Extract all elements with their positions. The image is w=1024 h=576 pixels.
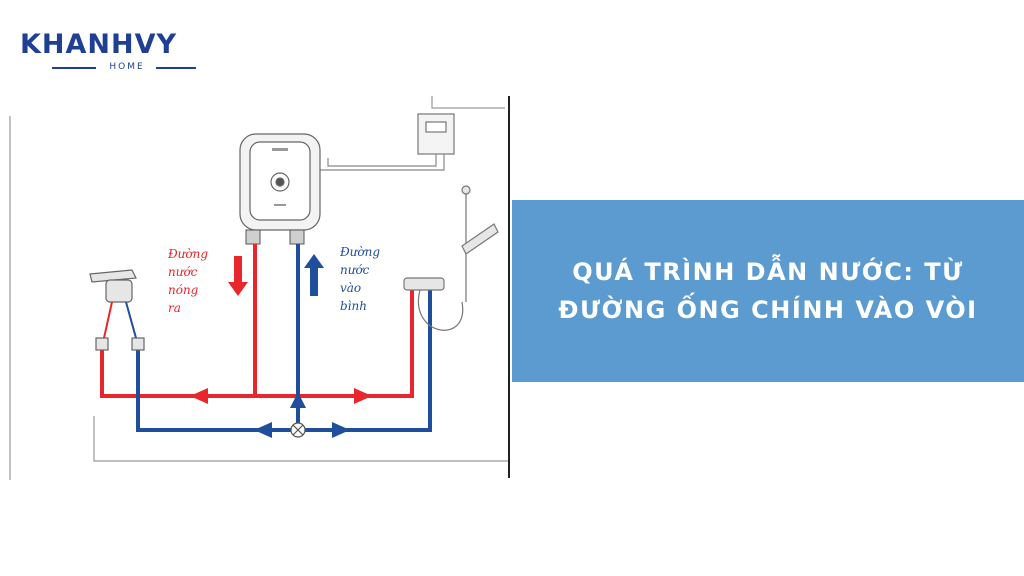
wall-outline [9, 96, 508, 480]
hot-water-label: Đường nước nóng ra [167, 247, 212, 315]
main-valve [290, 422, 306, 438]
cold-flow-right-arrow [332, 422, 350, 438]
brand-divider-left [52, 67, 96, 69]
heater-fittings [245, 229, 305, 245]
banner-title: QUÁ TRÌNH DẪN NƯỚC: TỪ ĐƯỜNG ỐNG CHÍNH V… [558, 258, 978, 324]
hot-pipe [100, 244, 414, 398]
cold-inflow-arrow [304, 254, 324, 296]
hot-outflow-arrow [228, 256, 248, 296]
brand-subtext: HOME [109, 62, 145, 72]
water-heater-diagram: Đường nước nóng ra Đường nước vào bình [0, 96, 512, 480]
brand-sub: HOME [20, 61, 216, 73]
cold-flow-left-arrow [254, 422, 272, 438]
control-box [417, 113, 455, 155]
cold-flow-up-arrow [290, 392, 306, 408]
hot-flow-left-arrow [190, 388, 208, 404]
brand-divider-right [156, 67, 196, 69]
title-banner: QUÁ TRÌNH DẪN NƯỚC: TỪ ĐƯỜNG ỐNG CHÍNH V… [512, 200, 1024, 382]
water-heater [239, 133, 321, 231]
brand-logo[interactable]: KHANHVY HOME [20, 30, 216, 73]
power-cable [320, 154, 445, 171]
cold-water-label: Đường nước vào bình [339, 245, 384, 313]
shower-set [403, 185, 499, 331]
hot-flow-right-arrow [354, 388, 372, 404]
sink-faucet [89, 269, 145, 351]
brand-name: KHANHVY [20, 29, 178, 60]
